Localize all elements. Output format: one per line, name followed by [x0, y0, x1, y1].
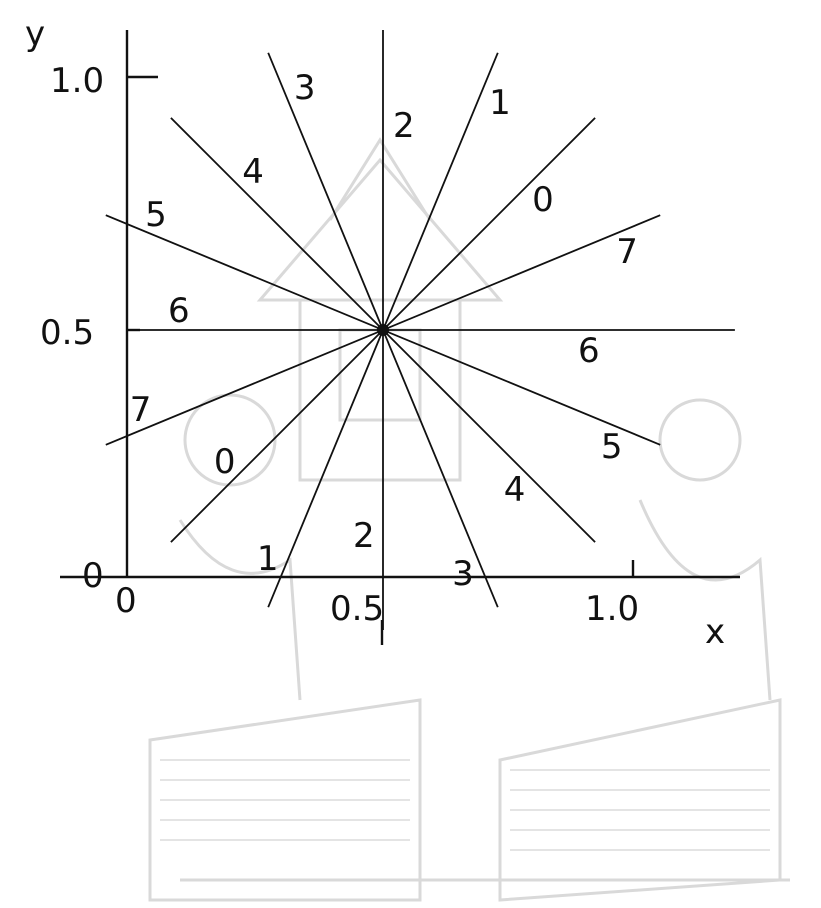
- ray-label-4-b: 4: [242, 152, 264, 192]
- ray-label-3-a: 3: [452, 554, 474, 594]
- x-tick-label-1: 1.0: [585, 589, 639, 629]
- ray-label-3-b: 3: [294, 68, 316, 108]
- y-tick-label-05: 0.5: [40, 313, 94, 353]
- x-tick-label-0: 0: [115, 581, 137, 621]
- ray-label-0-b: 0: [214, 442, 236, 482]
- ray-label-7-a: 7: [616, 232, 638, 272]
- ray-label-1-b: 1: [257, 539, 279, 579]
- ray-label-2-b: 2: [353, 516, 375, 556]
- ray-label-2-a: 2: [393, 106, 415, 146]
- ray-label-6-b: 6: [168, 291, 190, 331]
- ray-label-7-b: 7: [130, 390, 152, 430]
- y-axis-label: y: [25, 14, 45, 54]
- rays: [106, 30, 735, 630]
- ray-label-5-a: 5: [601, 427, 623, 467]
- center-point: [377, 324, 389, 336]
- ray-label-0-a: 0: [532, 180, 554, 220]
- y-tick-label-0: 0: [82, 556, 104, 596]
- ray-label-6-a: 6: [578, 331, 600, 371]
- x-tick-label-05: 0.5: [330, 589, 384, 629]
- ray-label-1-a: 1: [489, 83, 511, 123]
- x-axis-label: x: [705, 612, 725, 652]
- ray-label-5-b: 5: [145, 195, 167, 235]
- ray-label-4-a: 4: [504, 470, 526, 510]
- y-tick-label-1: 1.0: [50, 61, 104, 101]
